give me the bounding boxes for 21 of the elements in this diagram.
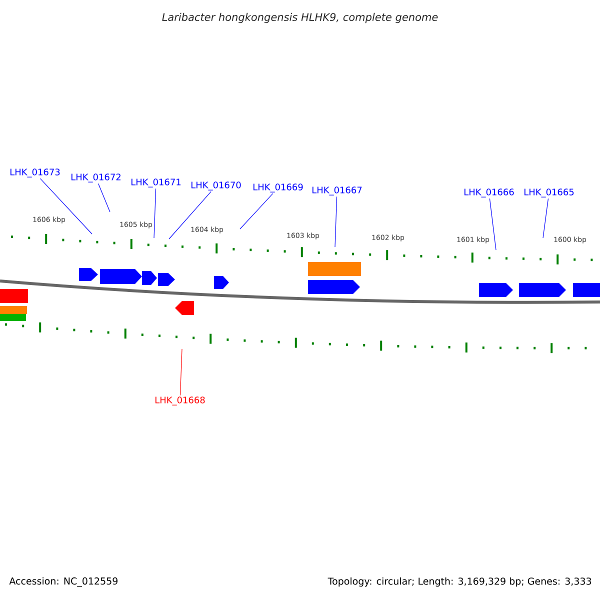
leader-line — [240, 193, 274, 230]
gene-label: LHK_01672 — [71, 174, 120, 182]
gene-label: LHK_01667 — [312, 186, 362, 196]
leader-line — [168, 191, 212, 240]
footer-text: Topology: circular; Length: 3,169,329 bp; Genes: 3,333 — [328, 577, 592, 587]
leader-line — [40, 178, 92, 234]
leader-line — [154, 188, 156, 238]
gene-label: LHK_01673 — [10, 168, 60, 178]
leader-line — [489, 198, 496, 250]
gene-label: LHK_01666 — [464, 188, 514, 198]
gene-label: LHK_01668 — [155, 396, 205, 406]
gene-label: LHK_01665 — [524, 188, 574, 198]
leader-line — [542, 198, 549, 238]
footer-text: Accession: NC_012559 — [9, 577, 118, 587]
leader-line — [98, 183, 110, 212]
title: Laribacter hongkongensis HLHK9, complete genome — [162, 12, 438, 24]
gene-label: LHK_01671 — [131, 178, 181, 188]
leader-line — [334, 196, 338, 248]
gene-label: LHK_01670 — [191, 182, 241, 190]
leader-line — [180, 348, 182, 396]
gene-label: LHK_01669 — [253, 184, 303, 192]
